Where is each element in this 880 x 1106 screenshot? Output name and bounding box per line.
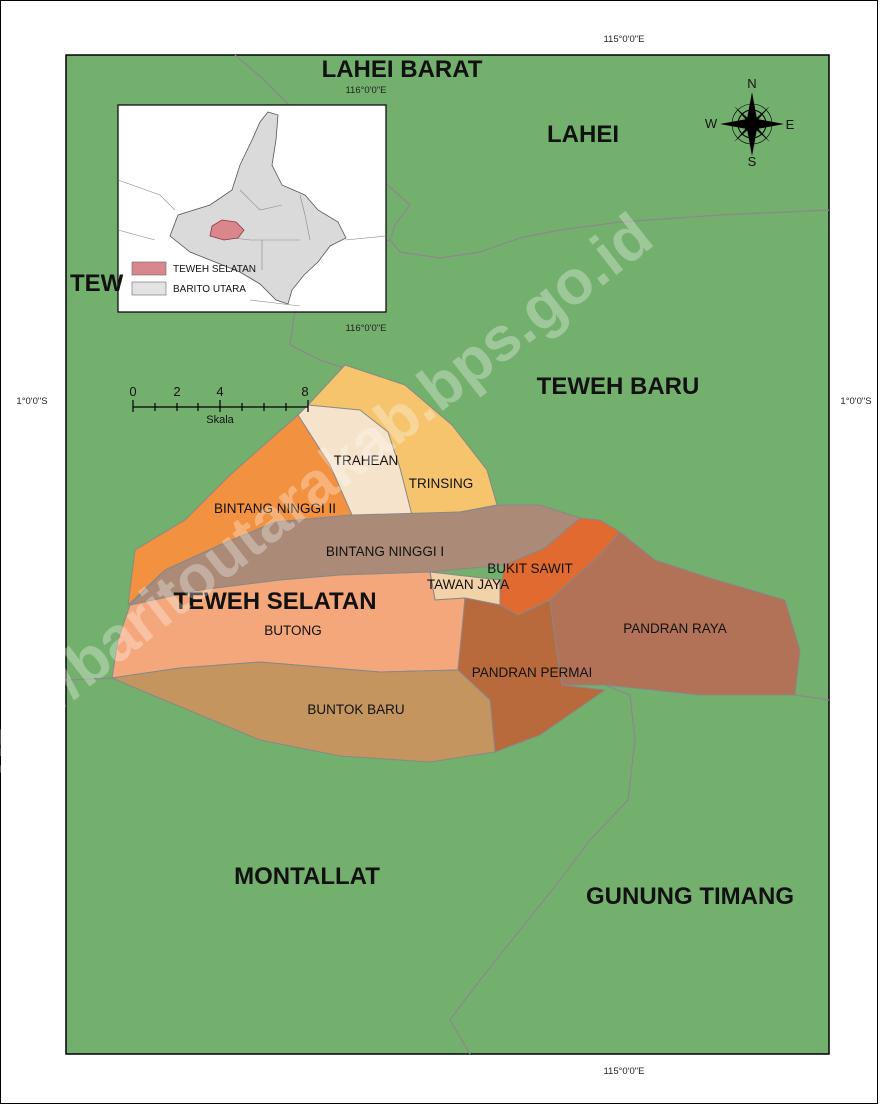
village-label-pandran-permai: PANDRAN PERMAI xyxy=(472,665,593,680)
district-label-montallat: MONTALLAT xyxy=(234,863,380,890)
compass-e: E xyxy=(786,117,795,132)
village-label-pandran-raya: PANDRAN RAYA xyxy=(623,621,727,636)
scale-bar xyxy=(132,400,309,412)
district-label-lahei-barat: LAHEI BARAT xyxy=(322,56,483,83)
legend-label-barito-utara: BARITO UTARA xyxy=(173,284,246,295)
compass-w: W xyxy=(705,116,718,131)
village-area-buntok-baru xyxy=(110,661,496,763)
legend-label-teweh-selatan: TEWEH SELATAN xyxy=(173,264,256,275)
district-label-teweh-baru: TEWEH BARU xyxy=(537,373,700,400)
scale-label: Skala xyxy=(206,414,234,426)
district-label-lahei: LAHEI xyxy=(547,121,619,148)
coord-left: 1°0'0"S xyxy=(16,396,47,407)
coord-top: 115°0'0"E xyxy=(603,34,644,45)
compass-s: S xyxy=(748,154,757,169)
district-label-teweh-selatan: TEWEH SELATAN xyxy=(173,588,376,615)
coord-right: 1°0'0"S xyxy=(840,396,871,407)
village-label-bukit-sawit: BUKIT SAWIT xyxy=(487,561,573,576)
scale-tick-4: 4 xyxy=(216,384,223,399)
inset-teweh-selatan xyxy=(209,219,245,241)
district-label-teweh-partial: TEW xyxy=(70,270,124,297)
teweh-selatan-villages xyxy=(110,364,801,763)
village-label-bintang-ninggi-ii: BINTANG NINGGI II xyxy=(214,501,336,516)
village-label-trahean: TRAHEAN xyxy=(334,453,399,468)
scale-tick-0: 0 xyxy=(129,384,136,399)
legend-swatch-barito-utara xyxy=(131,281,167,296)
coord-inset-top: 116°0'0"E xyxy=(345,85,386,96)
coord-bottom: 115°0'0"E xyxy=(603,1066,644,1077)
village-label-tawan-jaya: TAWAN JAYA xyxy=(427,577,509,592)
legend-swatch-teweh-selatan xyxy=(131,261,167,276)
village-label-butong: BUTONG xyxy=(264,623,322,638)
village-label-trinsing: TRINSING xyxy=(409,476,474,491)
compass-n: N xyxy=(747,76,756,91)
coord-inset-bottom: 116°0'0"E xyxy=(345,323,386,334)
village-label-bintang-ninggi-i: BINTANG NINGGI I xyxy=(326,544,444,559)
scale-tick-8: 8 xyxy=(301,384,308,399)
village-area-pandran-raya xyxy=(549,531,801,696)
scale-tick-2: 2 xyxy=(173,384,180,399)
village-label-buntok-baru: BUNTOK BARU xyxy=(307,702,404,717)
district-label-gunung-timang: GUNUNG TIMANG xyxy=(586,883,794,910)
north-arrow xyxy=(720,92,784,156)
inset-map xyxy=(117,104,387,313)
